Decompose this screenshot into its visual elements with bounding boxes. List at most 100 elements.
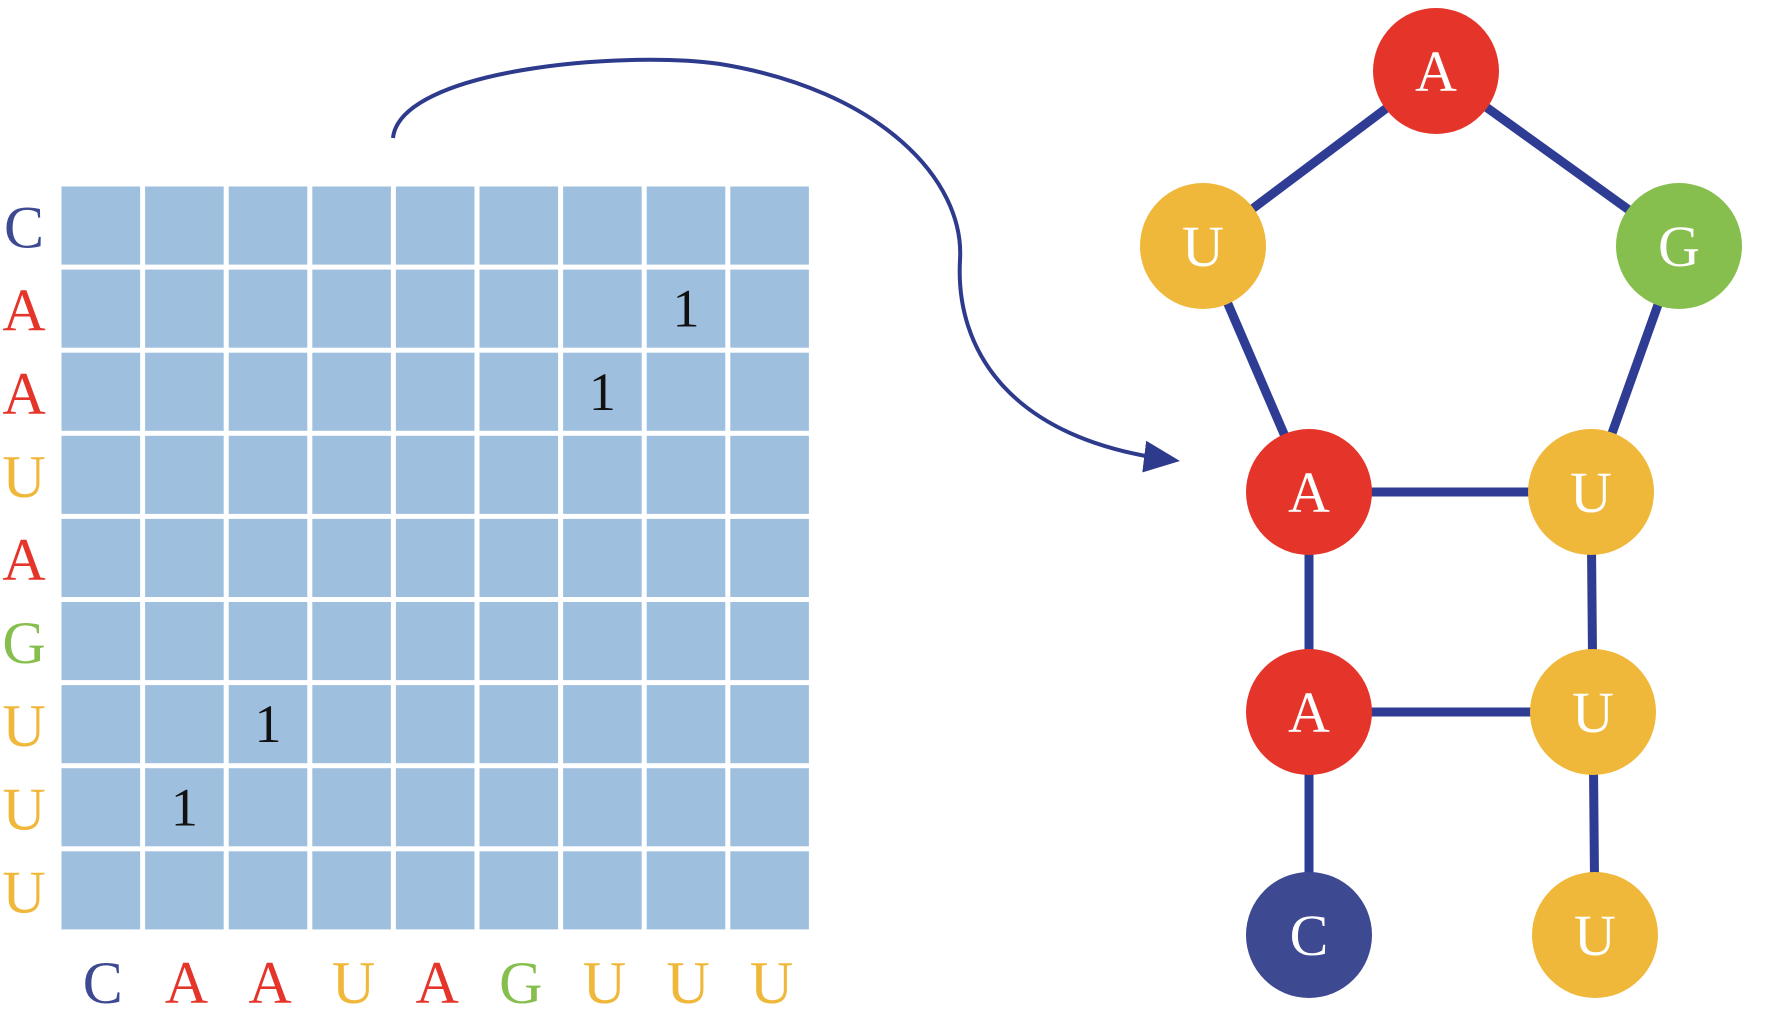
- matrix-cell: [646, 685, 726, 764]
- nucleotide-node-top: A: [1373, 8, 1499, 134]
- matrix-cell: [646, 851, 726, 930]
- node-label: U: [1572, 680, 1614, 745]
- matrix-cell: [646, 435, 726, 514]
- matrix-cell: [61, 851, 141, 930]
- matrix-cell: [395, 186, 475, 265]
- matrix-cell: [563, 518, 642, 597]
- matrix-cell: [479, 518, 559, 597]
- row-label: U: [2, 859, 45, 925]
- node-circle: [1616, 183, 1742, 309]
- nucleotide-node-loop-right: G: [1616, 183, 1742, 309]
- node-circle: [1246, 649, 1372, 775]
- column-label: U: [750, 950, 793, 1015]
- row-label: C: [4, 195, 44, 261]
- matrix-cell: [312, 768, 391, 847]
- matrix-cell: [479, 768, 559, 847]
- nucleotide-node-stem2-right: U: [1530, 649, 1656, 775]
- matrix-cell: [228, 518, 308, 597]
- matrix-cell: [563, 685, 642, 764]
- matrix-cell: [479, 435, 559, 514]
- node-circle: [1373, 8, 1499, 134]
- node-circle: [1246, 429, 1372, 555]
- matrix-cell: [228, 685, 308, 764]
- matrix-cell: [646, 269, 726, 348]
- matrix-cell: [646, 186, 726, 265]
- matrix-cell: [479, 352, 559, 431]
- matrix-pair-value: 1: [589, 362, 616, 422]
- node-circle: [1246, 872, 1372, 998]
- matrix-cell: [228, 768, 308, 847]
- matrix-cell: [145, 435, 224, 514]
- matrix-pair-value: 1: [673, 279, 700, 339]
- matrix-cell: [395, 269, 475, 348]
- column-label: G: [499, 950, 542, 1015]
- matrix-cell: [145, 851, 224, 930]
- matrix-cell: [730, 352, 809, 431]
- matrix-cell: [395, 768, 475, 847]
- matrix-cell: [228, 352, 308, 431]
- matrix-cell: [730, 269, 809, 348]
- matrix-cell: [61, 435, 141, 514]
- matrix-cell: [312, 518, 391, 597]
- matrix-cell: [228, 602, 308, 681]
- matrix-cell: [228, 186, 308, 265]
- matrix-cell: [312, 352, 391, 431]
- matrix-cell: [646, 352, 726, 431]
- column-label: U: [666, 950, 709, 1015]
- matrix-cell: [479, 602, 559, 681]
- nucleotide-node-loop-left: U: [1140, 183, 1266, 309]
- matrix-pair-value: 1: [171, 777, 198, 837]
- matrix-cell: [563, 435, 642, 514]
- matrix-cell: [61, 602, 141, 681]
- matrix-cell: [730, 602, 809, 681]
- row-label: A: [2, 527, 45, 593]
- matrix-cell: [228, 851, 308, 930]
- matrix-cell: [395, 518, 475, 597]
- matrix-cell: [395, 685, 475, 764]
- matrix-cell: [563, 352, 642, 431]
- matrix-cell: [145, 186, 224, 265]
- column-label: C: [83, 950, 123, 1015]
- matrix-cell: [730, 768, 809, 847]
- column-label: U: [583, 950, 626, 1015]
- matrix-cell: [395, 352, 475, 431]
- matrix-cell: [730, 186, 809, 265]
- row-label: U: [2, 444, 45, 510]
- row-label: A: [2, 278, 45, 344]
- nucleotide-node-tail-right: U: [1532, 872, 1658, 998]
- matrix-cell: [312, 851, 391, 930]
- matrix-cell: [145, 685, 224, 764]
- matrix-cell: [61, 685, 141, 764]
- row-label: A: [2, 361, 45, 427]
- node-label: C: [1290, 903, 1329, 968]
- matrix-pair-value: 1: [255, 694, 282, 754]
- node-circle: [1528, 429, 1654, 555]
- matrix-cell: [730, 851, 809, 930]
- matrix-cell: [145, 518, 224, 597]
- matrix-cell: [479, 851, 559, 930]
- matrix-cell: [479, 186, 559, 265]
- node-label: A: [1288, 680, 1330, 745]
- row-label: G: [2, 610, 45, 676]
- matrix-cell: [228, 269, 308, 348]
- column-label: A: [416, 950, 459, 1015]
- matrix-cell: [395, 435, 475, 514]
- matrix-cell: [312, 602, 391, 681]
- node-label: U: [1182, 214, 1224, 279]
- matrix-cell: [228, 435, 308, 514]
- node-label: A: [1288, 460, 1330, 525]
- matrix-cell: [61, 768, 141, 847]
- matrix-cell: [563, 602, 642, 681]
- matrix-cell: [646, 768, 726, 847]
- matrix-cell: [730, 685, 809, 764]
- matrix-cell: [395, 851, 475, 930]
- matrix-cell: [563, 269, 642, 348]
- matrix-cell: [563, 186, 642, 265]
- nucleotide-node-tail-left: C: [1246, 872, 1372, 998]
- matrix-cell: [312, 685, 391, 764]
- matrix-cell: [646, 518, 726, 597]
- matrix-cell: [61, 269, 141, 348]
